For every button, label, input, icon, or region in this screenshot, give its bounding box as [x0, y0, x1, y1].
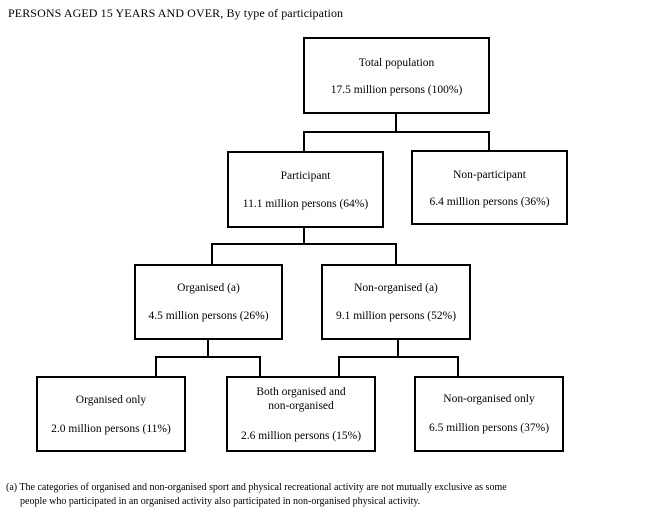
connector-line	[395, 114, 397, 132]
connector-line	[207, 339, 209, 357]
node-value: 2.6 million persons (15%)	[240, 430, 362, 442]
node-organised-only: Organised only 2.0 million persons (11%)	[36, 376, 186, 452]
connector-line	[303, 228, 305, 244]
node-both: Both organised and non-organised 2.6 mil…	[226, 376, 376, 452]
node-organised: Organised (a) 4.5 million persons (26%)	[134, 264, 283, 340]
node-value: 6.4 million persons (36%)	[429, 196, 550, 208]
node-non-organised-only: Non-organised only 6.5 million persons (…	[414, 376, 564, 452]
node-label: Non-organised (a)	[354, 282, 438, 294]
node-label: Participant	[280, 170, 331, 182]
node-non-organised: Non-organised (a) 9.1 million persons (5…	[321, 264, 471, 340]
connector-line	[395, 243, 397, 264]
connector-line	[397, 339, 399, 357]
connector-line	[338, 356, 459, 358]
node-label-line2: non-organised	[268, 400, 334, 412]
connector-line	[303, 131, 305, 152]
node-participant: Participant 11.1 million persons (64%)	[227, 151, 384, 228]
connector-line	[211, 243, 213, 264]
node-value: 4.5 million persons (26%)	[148, 310, 269, 322]
footnote-line2: people who participated in an organised …	[20, 496, 421, 507]
node-label: Non-participant	[453, 169, 526, 181]
connector-line	[457, 356, 459, 376]
node-label: Organised (a)	[177, 282, 240, 294]
diagram-title: PERSONS AGED 15 YEARS AND OVER, By type …	[8, 6, 344, 20]
footnote: (a) The categories of organised and non-…	[6, 481, 606, 509]
node-value: 9.1 million persons (52%)	[335, 310, 457, 322]
node-total-population: Total population 17.5 million persons (1…	[303, 37, 490, 114]
connector-line	[211, 243, 397, 245]
connector-line	[303, 131, 490, 133]
node-value: 17.5 million persons (100%)	[330, 84, 463, 96]
connector-line	[155, 356, 157, 376]
connector-line	[155, 356, 261, 358]
connector-line	[259, 356, 261, 377]
node-label: Organised only	[75, 394, 147, 406]
node-value: 11.1 million persons (64%)	[242, 198, 369, 210]
footnote-line1: (a) The categories of organised and non-…	[6, 482, 507, 493]
node-label-line1: Both organised and	[256, 386, 346, 398]
node-label: Total population	[358, 57, 435, 69]
node-non-participant: Non-participant 6.4 million persons (36%…	[411, 150, 568, 225]
node-label: Non-organised only	[443, 393, 535, 405]
node-value: 2.0 million persons (11%)	[51, 423, 171, 435]
connector-line	[488, 131, 490, 151]
connector-line	[338, 356, 340, 377]
node-value: 6.5 million persons (37%)	[428, 422, 550, 434]
